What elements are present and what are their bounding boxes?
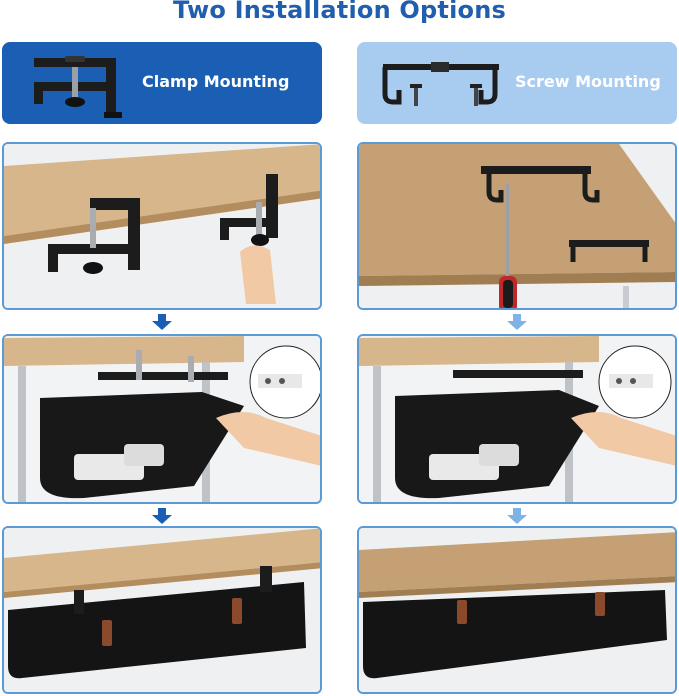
clamp-step-3-illustration xyxy=(4,528,320,692)
down-arrow-icon xyxy=(507,508,527,524)
clamp-mounting-card: Clamp Mounting xyxy=(2,42,322,124)
clamp-mounting-label: Clamp Mounting xyxy=(142,72,290,91)
clamp-step-3-panel xyxy=(2,526,322,694)
screw-icon xyxy=(410,84,422,106)
screw-step-1-illustration xyxy=(359,144,675,308)
down-arrow-icon xyxy=(507,314,527,330)
clamp-step-2-illustration xyxy=(4,336,320,502)
clamp-step-1-panel xyxy=(2,142,322,310)
down-arrow-icon xyxy=(152,314,172,330)
screw-step-2-panel xyxy=(357,334,677,504)
screw-step-1-panel xyxy=(357,142,677,310)
clamp-bracket-icon xyxy=(34,56,122,118)
screw-step-3-illustration xyxy=(359,528,675,692)
screw-mounting-label: Screw Mounting xyxy=(515,72,661,91)
page-title: Two Installation Options xyxy=(173,0,506,24)
screw-bracket-icon xyxy=(382,62,499,105)
screw-icon xyxy=(470,84,482,106)
screw-step-3-panel xyxy=(357,526,677,694)
down-arrow-icon xyxy=(152,508,172,524)
clamp-step-1-illustration xyxy=(4,144,320,308)
screw-mounting-card: Screw Mounting xyxy=(357,42,677,124)
clamp-step-2-panel xyxy=(2,334,322,504)
screw-step-2-illustration xyxy=(359,336,675,502)
